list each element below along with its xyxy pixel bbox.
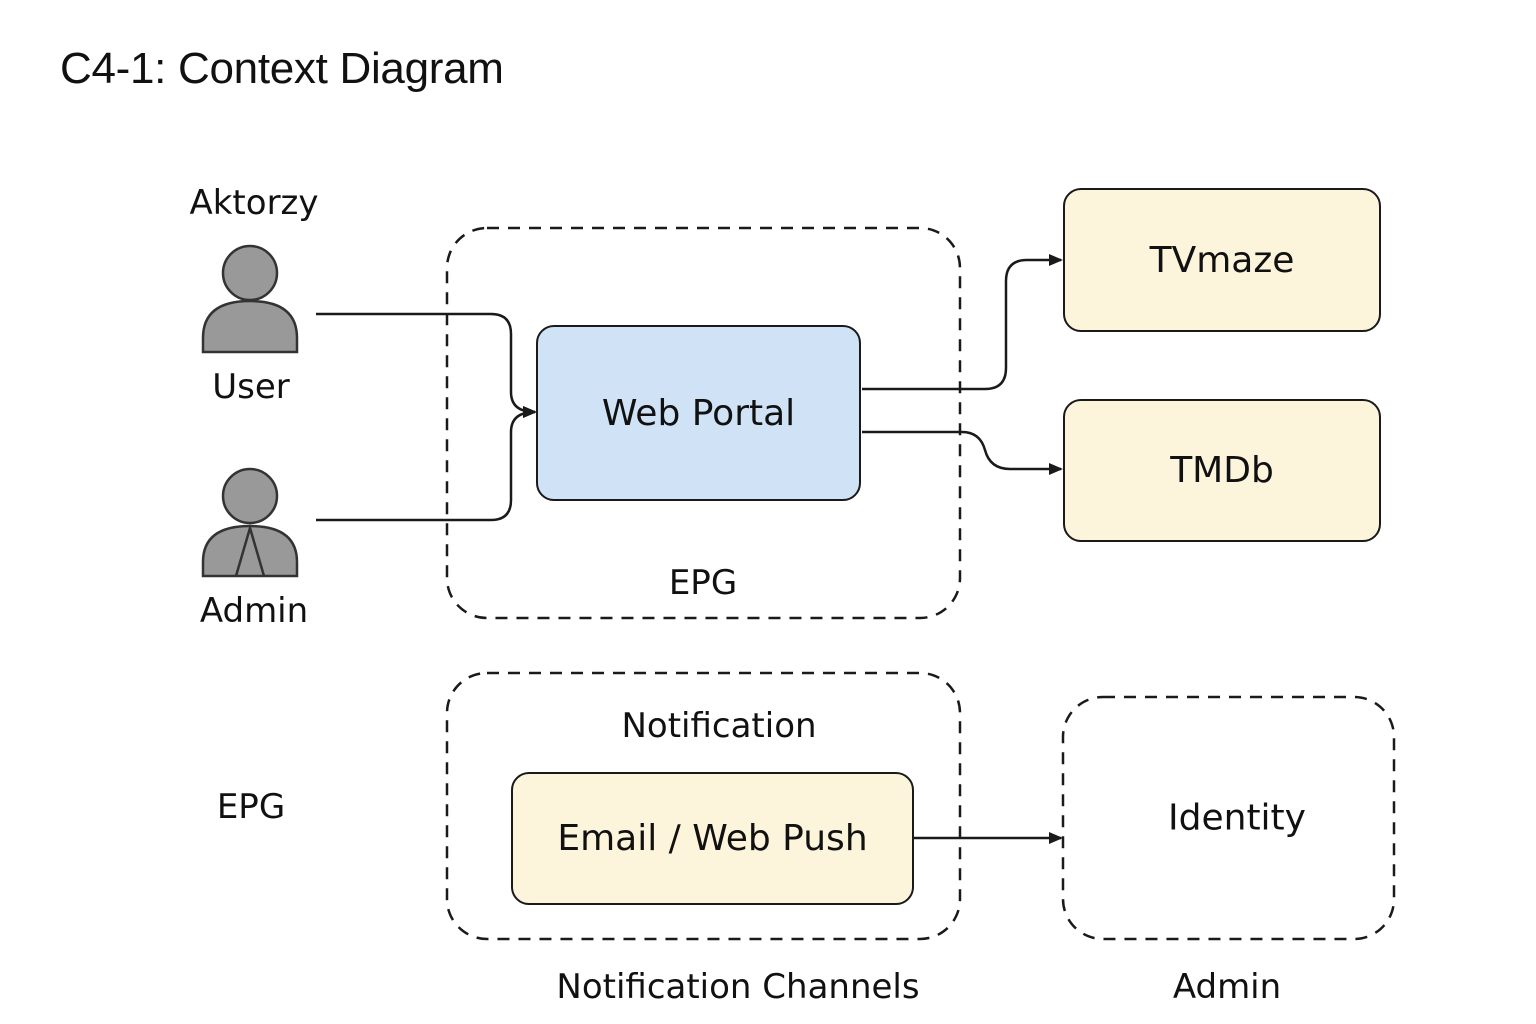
tvmaze-label: TVmaze: [1149, 239, 1295, 281]
epg-side-label: EPG: [216, 787, 286, 827]
user-actor-label: User: [212, 367, 290, 407]
identity-boundary: [1061, 695, 1396, 941]
email-webpush-label: Email / Web Push: [557, 818, 868, 859]
web-portal-box: Web Portal: [536, 325, 861, 501]
notification-channels-caption: Notification Channels: [556, 967, 920, 1007]
web-portal-label: Web Portal: [601, 392, 796, 434]
actors-heading: Aktorzy: [189, 183, 319, 223]
admin-actor-label: Admin: [199, 591, 309, 631]
diagram-title: C4-1: Context Diagram: [60, 44, 504, 93]
tvmaze-box: TVmaze: [1063, 188, 1381, 332]
portal-to-tmdb-arrow: [862, 430, 1063, 475]
admin-boundary-caption: Admin: [1172, 967, 1282, 1007]
tmdb-label: TMDb: [1170, 450, 1274, 491]
notification-boundary: [445, 671, 962, 941]
epg-boundary: [445, 226, 962, 620]
person-icon: [201, 244, 299, 354]
admin-person-icon: [201, 467, 299, 578]
email-webpush-box: Email / Web Push: [511, 772, 914, 905]
identity-boundary-label: Identity: [1168, 797, 1306, 839]
tmdb-box: TMDb: [1063, 399, 1381, 542]
admin-to-portal-arrow: [316, 406, 537, 522]
notification-boundary-label: Notification: [621, 706, 817, 746]
portal-to-tvmaze-arrow: [862, 254, 1063, 391]
user-to-portal-arrow: [316, 312, 537, 418]
epg-boundary-label: EPG: [668, 563, 738, 603]
